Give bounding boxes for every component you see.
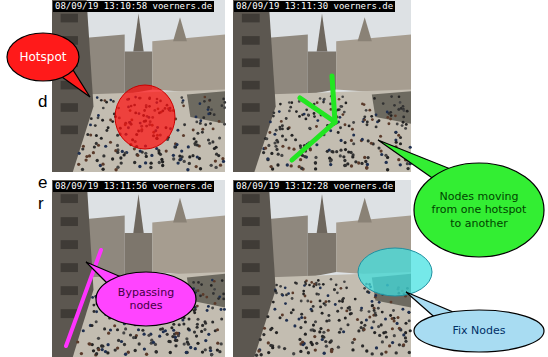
timestamp: 08/09/19 13:12:28 voerners.de xyxy=(234,181,395,192)
timestamp: 08/09/19 13:11:30 voerners.de xyxy=(234,1,395,12)
bubble-text: Fix Nodes xyxy=(432,324,527,337)
timestamp: 08/09/19 13:11:56 voerners.de xyxy=(53,181,214,192)
timestamp: 08/09/19 13:10:58 voerners.de xyxy=(53,1,214,12)
fixed-area xyxy=(358,248,432,296)
webcam-photo xyxy=(52,0,226,172)
hotspot-area xyxy=(115,85,175,149)
speech-bubble: Nodes moving from one hotspot to another xyxy=(413,162,545,258)
moving-path xyxy=(292,76,335,160)
bubble-text: Bypassing nodes xyxy=(110,286,183,312)
speech-bubble: Bypassing nodes xyxy=(95,271,197,327)
webcam-photo xyxy=(233,0,412,172)
cut-off-text: d xyxy=(38,92,47,112)
webcam-photos xyxy=(52,0,412,357)
cut-off-text: r xyxy=(38,194,44,214)
speech-bubble: Fix Nodes xyxy=(413,309,545,353)
bubble-text: Hotspot xyxy=(17,50,70,64)
webcam-photo xyxy=(52,180,226,357)
speech-bubble: Hotspot xyxy=(6,32,80,82)
cut-off-text: e xyxy=(38,173,47,193)
bubble-text: Nodes moving from one hotspot to another xyxy=(432,190,527,230)
